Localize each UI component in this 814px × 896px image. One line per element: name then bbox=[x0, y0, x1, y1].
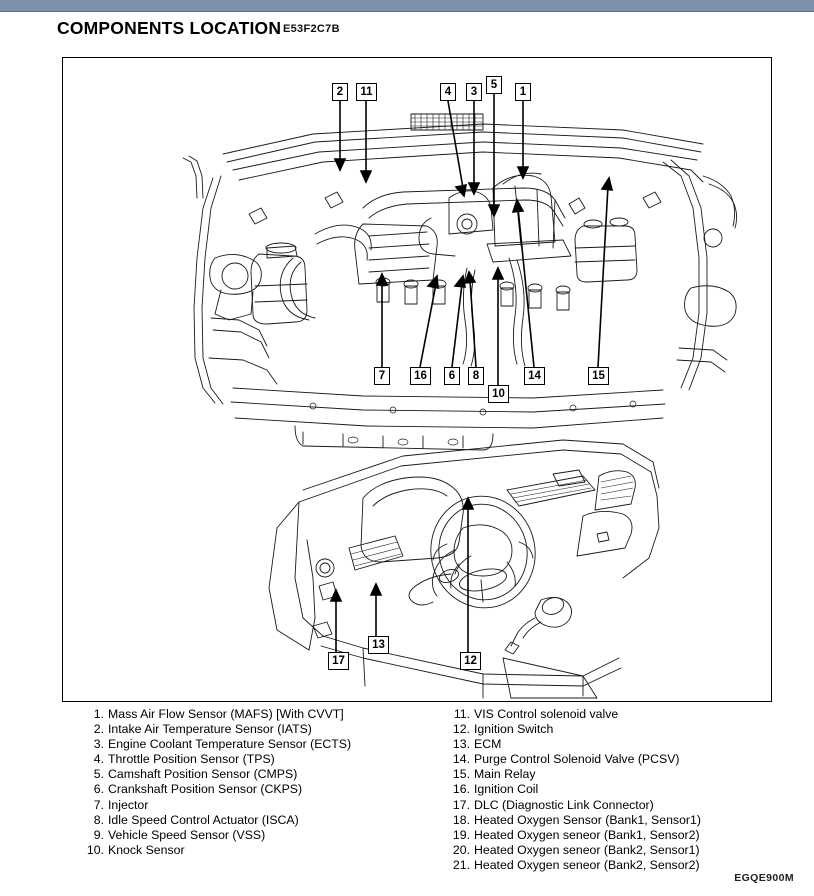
callout-11[interactable]: 11 bbox=[356, 83, 377, 101]
legend-column-right: 11. VIS Control solenoid valve 12. Ignitio… bbox=[448, 707, 778, 873]
legend-number: 4. bbox=[93, 752, 104, 767]
legend-label: Heated Oxygen Sensor (Bank1, Sensor1) bbox=[474, 812, 701, 827]
dashboard-illustration bbox=[268, 439, 660, 699]
engine-bay-illustration bbox=[182, 94, 738, 699]
legend-label: Idle Speed Control Actuator (ISCA) bbox=[108, 812, 299, 827]
legend-label: Crankshaft Position Sensor (CKPS) bbox=[108, 782, 303, 797]
legend-number: 18. bbox=[452, 812, 470, 827]
list-item: 9. Vehicle Speed Sensor (VSS) bbox=[82, 828, 442, 843]
legend-label: Mass Air Flow Sensor (MAFS) [With CVVT] bbox=[108, 707, 344, 721]
legend-label: Camshaft Position Sensor (CMPS) bbox=[108, 767, 298, 782]
legend-number: 19. bbox=[452, 827, 470, 842]
list-item: 7. Injector bbox=[82, 798, 442, 813]
legend-number: 14. bbox=[452, 752, 470, 767]
callout-14[interactable]: 14 bbox=[524, 367, 545, 385]
legend-label: Injector bbox=[108, 797, 149, 812]
callout-2[interactable]: 2 bbox=[332, 83, 348, 101]
list-item: 2. Intake Air Temperature Sensor (IATS) bbox=[82, 722, 442, 737]
legend-label: Throttle Position Sensor (TPS) bbox=[108, 752, 275, 767]
callout-10[interactable]: 10 bbox=[488, 385, 509, 403]
legend-number: 12. bbox=[452, 722, 470, 737]
list-item: 11. VIS Control solenoid valve bbox=[448, 707, 778, 722]
legend-label: Purge Control Solenoid Valve (PCSV) bbox=[474, 752, 680, 767]
legend-label: Ignition Switch bbox=[474, 722, 554, 737]
legend-number: 20. bbox=[452, 842, 470, 857]
list-item: 18. Heated Oxygen Sensor (Bank1, Sensor1) bbox=[448, 813, 778, 828]
legend-label: Engine Coolant Temperature Sensor (ECTS) bbox=[108, 737, 352, 752]
legend-number: 21. bbox=[452, 857, 470, 872]
legend-number: 17. bbox=[452, 797, 470, 812]
components-location-figure: 2 11 4 3 5 1 7 16 6 8 10 14 15 17 13 12 bbox=[62, 57, 772, 702]
callout-3[interactable]: 3 bbox=[466, 83, 482, 101]
callout-8[interactable]: 8 bbox=[468, 367, 484, 385]
components-legend: 1. Mass Air Flow Sensor (MAFS) [With CVVT… bbox=[62, 707, 770, 872]
legend-number: 16. bbox=[452, 782, 470, 797]
legend-label: Heated Oxygen seneor (Bank2, Sensor2) bbox=[474, 857, 700, 872]
callout-7[interactable]: 7 bbox=[374, 367, 390, 385]
legend-number: 9. bbox=[93, 827, 104, 842]
list-item: 15. Main Relay bbox=[448, 767, 778, 782]
list-item: 16. Ignition Coil bbox=[448, 782, 778, 797]
legend-label: Heated Oxygen seneor (Bank1, Sensor2) bbox=[474, 827, 700, 842]
list-item: 14. Purge Control Solenoid Valve (PCSV) bbox=[448, 752, 778, 767]
legend-number: 15. bbox=[452, 767, 470, 782]
callout-6[interactable]: 6 bbox=[444, 367, 460, 385]
figure-reference-code: EGQE900M bbox=[734, 872, 794, 884]
legend-label: Intake Air Temperature Sensor (IATS) bbox=[108, 722, 312, 737]
list-item: 21. Heated Oxygen seneor (Bank2, Sensor2) bbox=[448, 858, 778, 873]
legend-number: 8. bbox=[93, 812, 104, 827]
list-item: 17. DLC (Diagnostic Link Connector) bbox=[448, 798, 778, 813]
callout-13[interactable]: 13 bbox=[368, 636, 389, 654]
callout-4[interactable]: 4 bbox=[440, 83, 456, 101]
list-item: 10. Knock Sensor bbox=[82, 843, 442, 858]
document-code: E53F2C7B bbox=[283, 23, 340, 35]
legend-label: VIS Control solenoid valve bbox=[474, 707, 619, 721]
list-item: 1. Mass Air Flow Sensor (MAFS) [With CVVT… bbox=[82, 707, 442, 722]
list-item: 5. Camshaft Position Sensor (CMPS) bbox=[82, 767, 442, 782]
callout-12[interactable]: 12 bbox=[460, 652, 481, 670]
list-item: 8. Idle Speed Control Actuator (ISCA) bbox=[82, 813, 442, 828]
callout-5[interactable]: 5 bbox=[486, 76, 502, 94]
list-item: 13. ECM bbox=[448, 737, 778, 752]
legend-number: 7. bbox=[93, 797, 104, 812]
legend-label: Vehicle Speed Sensor (VSS) bbox=[108, 827, 266, 842]
legend-number: 2. bbox=[93, 722, 104, 737]
legend-label: Knock Sensor bbox=[108, 842, 185, 857]
legend-label: Heated Oxygen seneor (Bank2, Sensor1) bbox=[474, 842, 700, 857]
legend-number: 11. bbox=[453, 707, 470, 721]
legend-label: DLC (Diagnostic Link Connector) bbox=[474, 797, 654, 812]
legend-number: 10. bbox=[86, 842, 104, 857]
legend-number: 6. bbox=[93, 782, 104, 797]
legend-column-left: 1. Mass Air Flow Sensor (MAFS) [With CVVT… bbox=[82, 707, 442, 858]
list-item: 12. Ignition Switch bbox=[448, 722, 778, 737]
list-item: 19. Heated Oxygen seneor (Bank1, Sensor2) bbox=[448, 828, 778, 843]
page-header: COMPONENTS LOCATION E53F2C7B bbox=[0, 18, 814, 46]
legend-label: Main Relay bbox=[474, 767, 536, 782]
callout-1[interactable]: 1 bbox=[515, 83, 531, 101]
list-item: 3. Engine Coolant Temperature Sensor (ECT… bbox=[82, 737, 442, 752]
legend-label: Ignition Coil bbox=[474, 782, 539, 797]
list-item: 4. Throttle Position Sensor (TPS) bbox=[82, 752, 442, 767]
callout-15[interactable]: 15 bbox=[588, 367, 609, 385]
legend-number: 13. bbox=[452, 737, 470, 752]
page-title: COMPONENTS LOCATION bbox=[57, 18, 282, 38]
legend-label: ECM bbox=[474, 737, 502, 752]
page-top-band bbox=[0, 0, 814, 12]
callout-17[interactable]: 17 bbox=[328, 652, 349, 670]
list-item: 6. Crankshaft Position Sensor (CKPS) bbox=[82, 782, 442, 797]
callout-16[interactable]: 16 bbox=[410, 367, 431, 385]
legend-number: 1. bbox=[93, 707, 104, 721]
list-item: 20. Heated Oxygen seneor (Bank2, Sensor1) bbox=[448, 843, 778, 858]
legend-number: 3. bbox=[93, 737, 104, 752]
legend-number: 5. bbox=[93, 767, 104, 782]
